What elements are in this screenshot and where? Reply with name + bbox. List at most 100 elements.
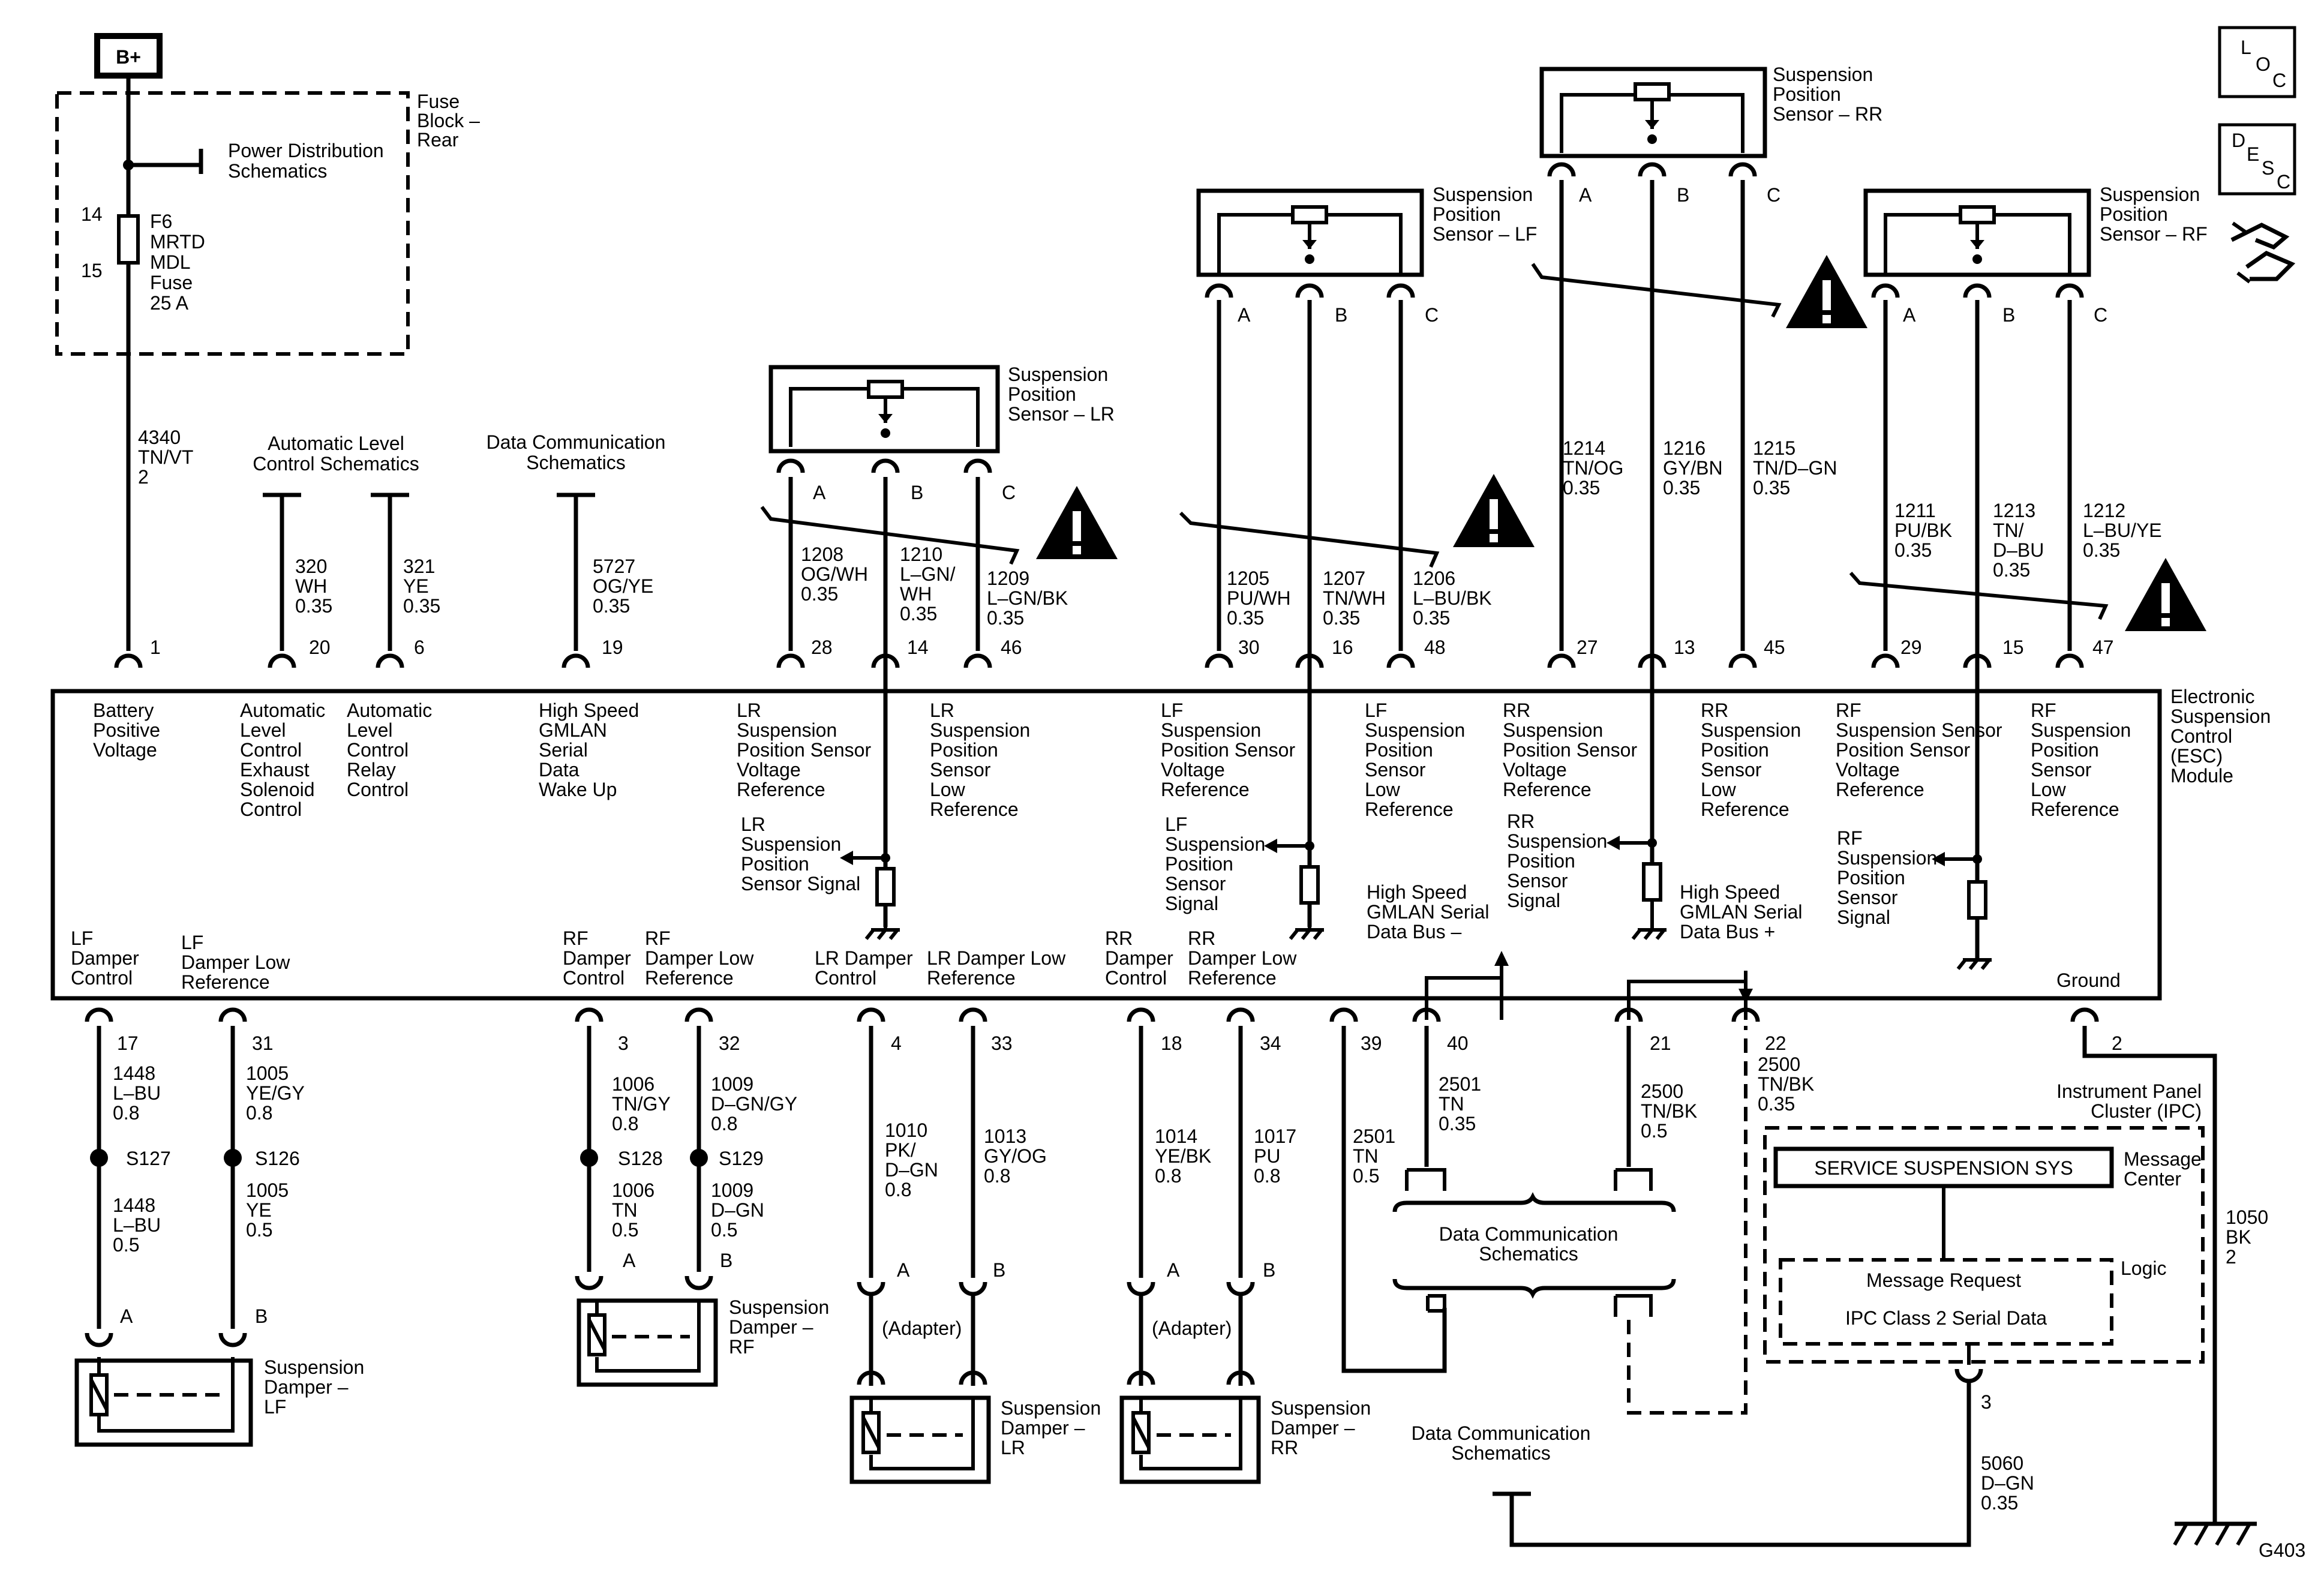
bus-minus-label: High Speed GMLAN Serial Data Bus – bbox=[1367, 881, 1490, 942]
svg-text:1050: 1050 bbox=[2226, 1206, 2268, 1228]
svg-text:Schematics: Schematics bbox=[526, 452, 625, 473]
svg-text:Damper: Damper bbox=[563, 947, 631, 969]
pin-47-label: RF Suspension Position Sensor Low Refere… bbox=[2031, 700, 2131, 820]
svg-text:LF: LF bbox=[1365, 700, 1387, 721]
svg-text:Sensor: Sensor bbox=[1507, 870, 1568, 891]
svg-text:A: A bbox=[1903, 304, 1916, 326]
svg-text:Data Communication: Data Communication bbox=[1439, 1223, 1619, 1245]
splice-s126: S126 bbox=[255, 1148, 300, 1169]
fuse-pin-15: 15 bbox=[81, 260, 103, 281]
damper-rf-label: Suspension Damper – RF bbox=[729, 1296, 829, 1358]
svg-text:3: 3 bbox=[618, 1032, 629, 1054]
svg-text:D: D bbox=[2232, 130, 2245, 151]
svg-text:1005: 1005 bbox=[246, 1062, 289, 1084]
svg-text:C: C bbox=[2277, 171, 2290, 193]
svg-text:PU/BK: PU/BK bbox=[1894, 520, 1952, 541]
svg-text:A: A bbox=[623, 1250, 636, 1271]
svg-text:PU: PU bbox=[1254, 1145, 1280, 1167]
svg-text:PK/: PK/ bbox=[885, 1139, 916, 1161]
svg-text:D–BU: D–BU bbox=[1993, 539, 2044, 561]
svg-text:33: 33 bbox=[991, 1032, 1013, 1054]
svg-text:29: 29 bbox=[1900, 637, 1922, 658]
svg-text:Suspension: Suspension bbox=[2100, 184, 2200, 205]
svg-text:YE/GY: YE/GY bbox=[246, 1082, 305, 1104]
svg-text:1009: 1009 bbox=[711, 1073, 753, 1095]
svg-text:Low: Low bbox=[1701, 779, 1737, 800]
splice-s127: S127 bbox=[126, 1148, 171, 1169]
damper-rr-label: Suspension Damper – RR bbox=[1271, 1397, 1371, 1458]
ipc-pin-3: 3 bbox=[1981, 1391, 1992, 1413]
rr-damper-low-label: RR Damper Low Reference bbox=[1188, 927, 1297, 989]
svg-text:Rear: Rear bbox=[417, 129, 459, 151]
svg-text:0.35: 0.35 bbox=[1894, 539, 1932, 561]
svg-text:Position Sensor: Position Sensor bbox=[1503, 739, 1637, 761]
svg-text:Low: Low bbox=[1365, 779, 1401, 800]
svg-text:Positive: Positive bbox=[93, 719, 160, 741]
svg-text:PU/WH: PU/WH bbox=[1227, 587, 1291, 609]
svg-text:Suspension: Suspension bbox=[1365, 719, 1465, 741]
svg-text:Reference: Reference bbox=[1161, 779, 1250, 800]
svg-text:RF: RF bbox=[563, 927, 588, 949]
svg-text:Voltage: Voltage bbox=[93, 739, 157, 761]
svg-text:1448: 1448 bbox=[113, 1062, 155, 1084]
svg-text:Message Request: Message Request bbox=[1866, 1269, 2021, 1291]
svg-text:19: 19 bbox=[602, 637, 623, 658]
svg-text:Signal: Signal bbox=[1165, 893, 1218, 914]
svg-text:Suspension: Suspension bbox=[737, 719, 837, 741]
loc-button[interactable]: L O C bbox=[2218, 26, 2296, 98]
svg-text:0.8: 0.8 bbox=[1254, 1165, 1280, 1187]
svg-text:Control: Control bbox=[815, 967, 876, 989]
svg-text:TN/D–GN: TN/D–GN bbox=[1753, 457, 1837, 479]
damper-rr bbox=[1119, 1395, 1261, 1484]
desc-button[interactable]: D E S C bbox=[2218, 123, 2296, 196]
svg-text:GMLAN: GMLAN bbox=[539, 719, 607, 741]
svg-text:28: 28 bbox=[811, 637, 833, 658]
ground-label: Ground bbox=[2056, 969, 2121, 991]
connector-view-icon[interactable] bbox=[2230, 221, 2296, 284]
svg-text:Position: Position bbox=[1773, 83, 1841, 105]
fuse-pin-14: 14 bbox=[81, 203, 103, 225]
svg-text:1208: 1208 bbox=[801, 544, 843, 565]
svg-text:0.5: 0.5 bbox=[246, 1219, 272, 1241]
svg-text:32: 32 bbox=[719, 1032, 740, 1054]
svg-text:0.35: 0.35 bbox=[1663, 477, 1700, 499]
svg-text:0.8: 0.8 bbox=[612, 1113, 638, 1134]
logic-lines: Message Request IPC Class 2 Serial Data bbox=[1845, 1269, 2047, 1329]
svg-text:Sensor: Sensor bbox=[1165, 873, 1226, 894]
svg-text:1014: 1014 bbox=[1155, 1125, 1197, 1147]
pin-30-label: LF Suspension Position Sensor Voltage Re… bbox=[1161, 700, 1295, 800]
data-comm-ref-middle: Data Communication Schematics bbox=[1439, 1223, 1619, 1265]
rf-damper-wires: 1006 TN/GY 0.8 S128 1006 TN 0.5 1009 D–G… bbox=[612, 1073, 797, 1271]
svg-text:0.35: 0.35 bbox=[1227, 607, 1264, 629]
svg-text:0.35: 0.35 bbox=[1753, 477, 1790, 499]
svg-text:Suspension: Suspension bbox=[1008, 364, 1108, 385]
svg-text:Control: Control bbox=[2170, 725, 2232, 747]
pin-13-label: RR Suspension Position Sensor Signal bbox=[1507, 810, 1607, 911]
svg-text:RR: RR bbox=[1507, 810, 1535, 832]
svg-text:Control Schematics: Control Schematics bbox=[253, 453, 419, 475]
top-pin-cups bbox=[116, 656, 2082, 668]
svg-text:1017: 1017 bbox=[1254, 1125, 1296, 1147]
svg-text:Message: Message bbox=[2124, 1148, 2202, 1170]
pin-1-label: Battery Positive Voltage bbox=[93, 700, 160, 761]
svg-text:39: 39 bbox=[1361, 1032, 1382, 1054]
svg-text:Level: Level bbox=[240, 719, 286, 741]
svg-text:0.8: 0.8 bbox=[885, 1179, 911, 1200]
svg-text:TN: TN bbox=[1353, 1145, 1379, 1167]
svg-text:0.8: 0.8 bbox=[711, 1113, 737, 1134]
svg-text:Sensor – LF: Sensor – LF bbox=[1433, 223, 1537, 245]
svg-text:C: C bbox=[2272, 70, 2286, 91]
svg-text:Suspension: Suspension bbox=[1165, 833, 1265, 855]
svg-text:Damper: Damper bbox=[1105, 947, 1173, 969]
svg-text:0.8: 0.8 bbox=[984, 1165, 1010, 1187]
svg-text:22: 22 bbox=[1765, 1032, 1786, 1054]
svg-text:Control: Control bbox=[240, 739, 302, 761]
svg-text:2: 2 bbox=[2226, 1246, 2236, 1268]
svg-text:Suspension: Suspension bbox=[2170, 706, 2271, 727]
svg-text:0.35: 0.35 bbox=[801, 583, 838, 605]
svg-text:2500: 2500 bbox=[1641, 1080, 1683, 1102]
svg-text:Control: Control bbox=[563, 967, 624, 989]
svg-text:Suspension: Suspension bbox=[1433, 184, 1533, 205]
svg-text:B: B bbox=[993, 1259, 1005, 1281]
